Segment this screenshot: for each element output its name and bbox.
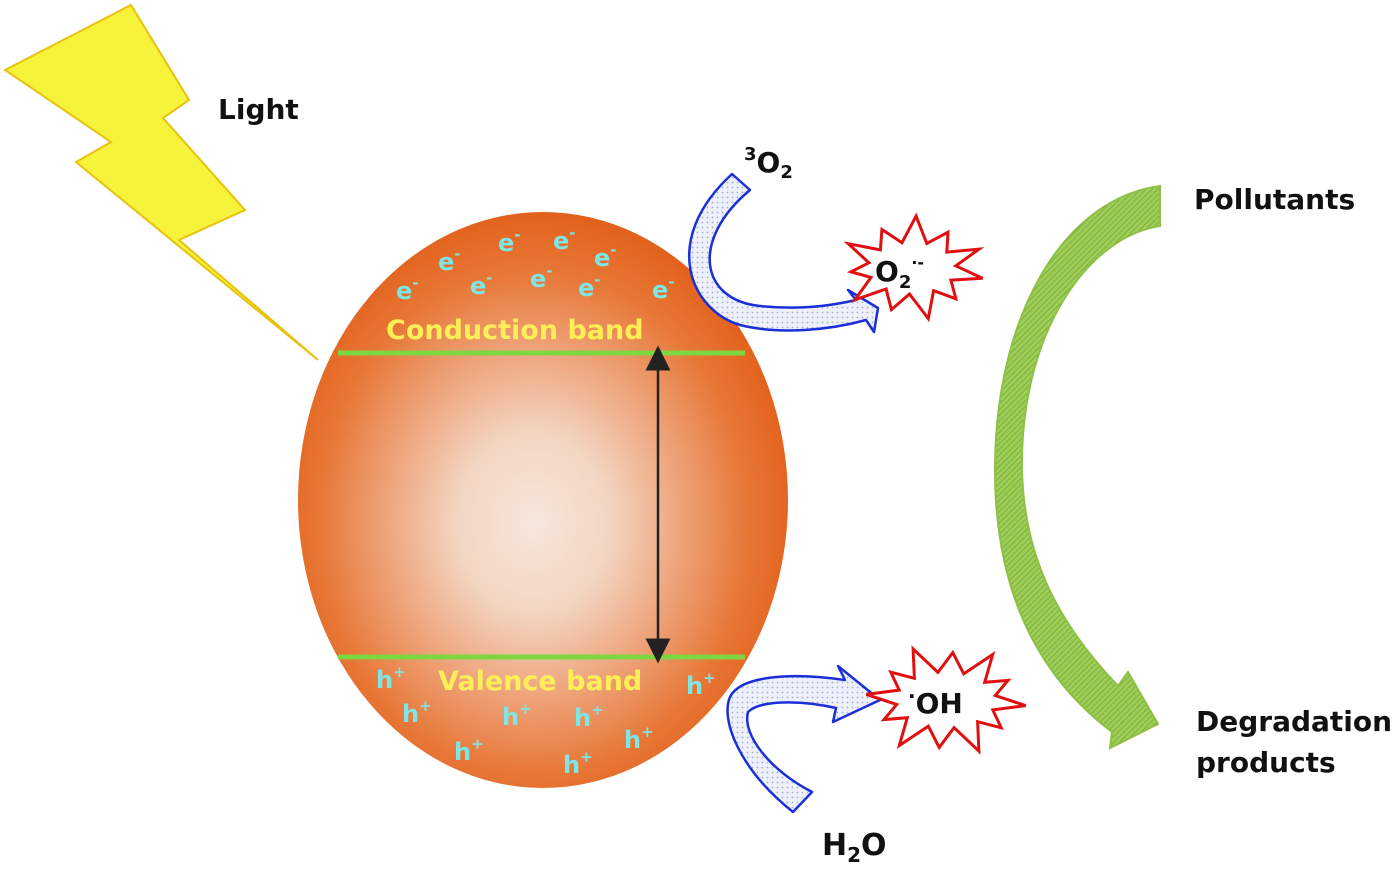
electron-symbol: e- <box>594 241 617 272</box>
water-label: H2O <box>822 828 887 867</box>
water-o: O <box>861 828 887 863</box>
oxygen-label: 3O2 <box>744 144 793 183</box>
electron-symbol: e- <box>438 245 461 276</box>
lightning-bolt-icon <box>3 3 319 361</box>
hydroxyl-label: ·OH <box>908 684 963 720</box>
superoxide-base: O <box>875 255 899 288</box>
electron-group: e-e-e-e-e-e-e-e-e- <box>396 224 675 305</box>
water-oxidation-arrow <box>726 664 882 814</box>
hole-symbol: h+ <box>376 663 406 694</box>
hole-symbol: h+ <box>686 669 716 700</box>
electron-symbol: e- <box>652 273 675 304</box>
conduction-band-label: Conduction band <box>386 315 644 346</box>
oxygen-superscript: 3 <box>744 144 757 165</box>
hole-symbol: h+ <box>574 701 604 732</box>
electron-symbol: e- <box>498 226 521 257</box>
water-h: H <box>822 828 847 863</box>
electron-symbol: e- <box>578 271 601 302</box>
valence-band-label: Valence band <box>438 666 642 697</box>
water-subscript: 2 <box>847 843 861 867</box>
pollutant-degradation-arrow <box>993 184 1161 750</box>
hydroxyl-dot: · <box>908 684 916 708</box>
electron-symbol: e- <box>553 224 576 255</box>
hole-symbol: h+ <box>454 735 484 766</box>
hole-symbol: h+ <box>563 748 593 779</box>
products-label: products <box>1196 746 1336 779</box>
oxygen-reduction-arrow <box>687 172 880 334</box>
hole-symbol: h+ <box>624 723 654 754</box>
hole-group: h+h+h+h+h+h+h+h+ <box>376 663 716 779</box>
light-label: Light <box>218 93 299 126</box>
superoxide-superscript: ·- <box>911 253 924 272</box>
electron-symbol: e- <box>396 274 419 305</box>
superoxide-label: O2·- <box>875 253 924 293</box>
oxygen-subscript: 2 <box>780 162 793 183</box>
hole-symbol: h+ <box>402 697 432 728</box>
hole-symbol: h+ <box>502 700 532 731</box>
starburst-icon <box>843 212 985 323</box>
degradation-label: Degradation <box>1196 705 1392 738</box>
superoxide-subscript: 2 <box>899 272 912 293</box>
electron-symbol: e- <box>470 269 493 300</box>
oxygen-base: O <box>757 146 781 179</box>
electron-symbol: e- <box>530 262 553 293</box>
pollutants-label: Pollutants <box>1194 183 1355 216</box>
hydroxyl-base: OH <box>916 687 963 720</box>
starburst-icon <box>865 645 1027 755</box>
